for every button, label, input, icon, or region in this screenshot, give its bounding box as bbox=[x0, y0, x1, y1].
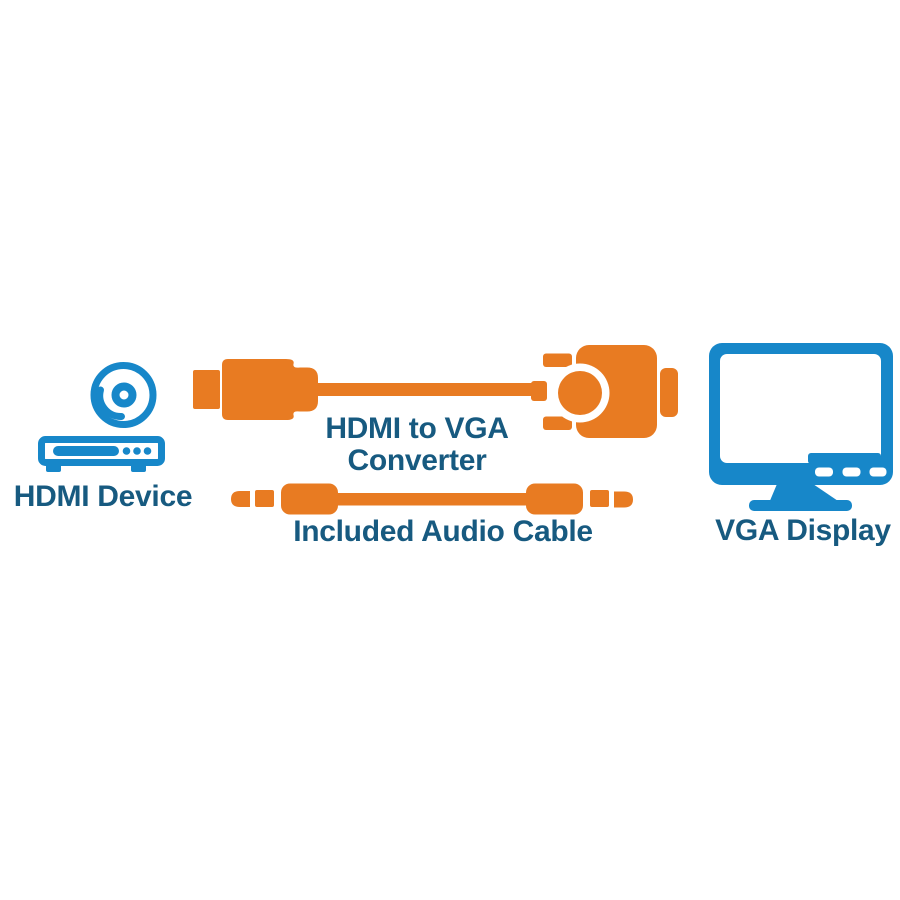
hdmi-cable-icon bbox=[193, 359, 544, 420]
converter-cable-plug bbox=[531, 381, 547, 401]
player-box-icon bbox=[38, 436, 165, 472]
audio-jack-ring-left bbox=[255, 490, 274, 507]
hdmi-plug-tip bbox=[193, 370, 220, 409]
hdmi-plug-body bbox=[222, 359, 318, 420]
hdmi-device-icon bbox=[38, 362, 165, 472]
audio-jack-tip-left bbox=[231, 491, 250, 507]
hdmi-device-label: HDMI Device bbox=[13, 480, 193, 513]
audio-jack-ring-right bbox=[590, 490, 609, 507]
converter-screw-bottom bbox=[543, 416, 572, 430]
audio-plug-body-right bbox=[526, 483, 583, 515]
converter-label: HDMI to VGA Converter bbox=[267, 413, 567, 477]
audio-cable-icon bbox=[231, 483, 633, 515]
audio-cable-label: Included Audio Cable bbox=[293, 515, 593, 548]
converter-boot-circle bbox=[558, 371, 602, 415]
audio-jack-tip-right bbox=[614, 491, 633, 508]
converter-screw-top bbox=[543, 353, 572, 367]
disc-icon bbox=[90, 362, 157, 428]
monitor-button-2 bbox=[842, 467, 861, 477]
monitor-screen bbox=[720, 354, 881, 463]
monitor-button-1 bbox=[815, 467, 833, 477]
monitor-stand-neck bbox=[769, 484, 841, 503]
audio-cable-line bbox=[336, 493, 528, 506]
hdmi-to-vga-converter-icon bbox=[531, 345, 678, 438]
monitor-button-3 bbox=[869, 467, 887, 477]
audio-plug-body-left bbox=[281, 483, 338, 515]
converter-label-line1: HDMI to VGA bbox=[325, 412, 509, 445]
monitor-button-panel bbox=[808, 453, 881, 464]
vga-display-label: VGA Display bbox=[715, 514, 891, 547]
monitor-stand-base bbox=[749, 500, 852, 511]
vga-display-icon bbox=[709, 343, 893, 511]
converter-vga-end bbox=[660, 368, 678, 417]
hdmi-cable-line bbox=[316, 383, 544, 396]
converter-label-line2: Converter bbox=[347, 444, 487, 477]
